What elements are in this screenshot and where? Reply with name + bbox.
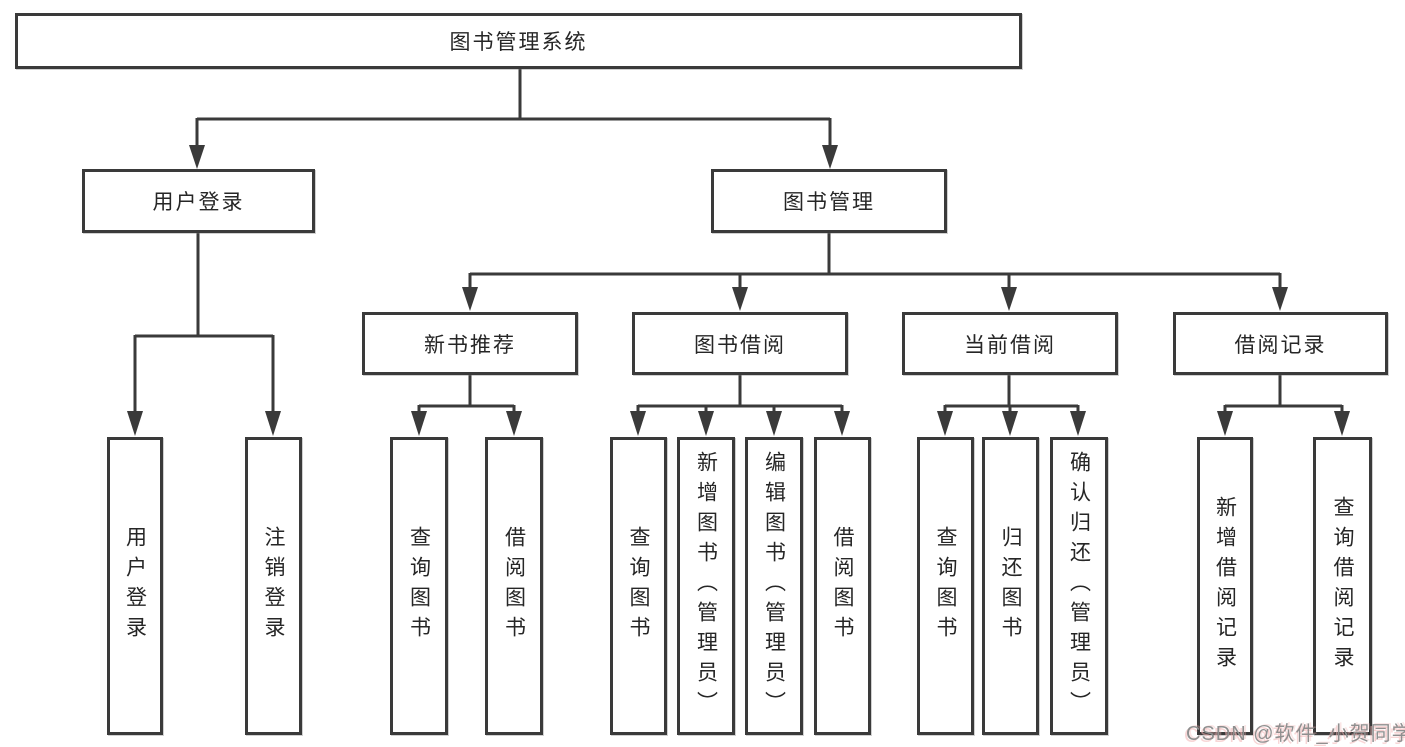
connector-book-management: [468, 233, 1282, 288]
leaf-label: 新增借阅记录: [1213, 496, 1237, 676]
node-label: 用户登录: [152, 191, 245, 214]
connector-book-borrowing: [636, 375, 844, 412]
leaf-add-borrow-record: 新增借阅记录: [1197, 437, 1253, 735]
arrowheads-borrow-records: [1217, 411, 1350, 436]
arrowheads-user-login: [127, 411, 281, 436]
leaf-label: 查询图书: [407, 526, 431, 646]
node-book-borrowing: 图书借阅: [632, 312, 848, 375]
node-user-login: 用户登录: [82, 169, 315, 233]
leaf-query-books-current: 查询图书: [917, 437, 974, 735]
node-library-management-system: 图书管理系统: [15, 13, 1022, 69]
node-label: 借阅记录: [1234, 333, 1327, 357]
leaf-return-books: 归还图书: [982, 437, 1039, 735]
connector-new-book-recommend: [417, 375, 516, 412]
node-label: 当前借阅: [964, 333, 1056, 357]
leaf-edit-books-admin: 编辑图书（管理员）: [745, 437, 803, 735]
leaf-logout: 注销登录: [245, 437, 302, 735]
leaf-label: 查询图书: [627, 526, 650, 646]
leaf-confirm-return-admin: 确认归还（管理员）: [1050, 437, 1108, 735]
leaf-user-login: 用户登录: [107, 437, 163, 735]
arrowheads-new-book-recommend: [411, 411, 522, 436]
connector-user-login: [133, 233, 275, 412]
node-label: 新书推荐: [424, 333, 516, 357]
leaf-label: 查询图书: [934, 526, 957, 646]
leaf-label: 查询借阅记录: [1331, 496, 1354, 676]
connector-current-borrowing: [943, 375, 1080, 412]
connector-root-to-level2: [195, 68, 832, 146]
node-current-borrowing: 当前借阅: [902, 312, 1118, 375]
leaf-label: 注销登录: [262, 526, 285, 646]
leaf-label: 借阅图书: [831, 526, 854, 646]
arrowheads-level3: [462, 287, 1288, 311]
leaf-query-borrow-record: 查询借阅记录: [1313, 437, 1372, 735]
node-book-management: 图书管理: [711, 169, 947, 233]
node-label: 图书借阅: [694, 333, 786, 357]
leaf-query-books-borrowing: 查询图书: [610, 437, 667, 735]
node-label: 图书管理系统: [449, 31, 588, 54]
leaf-query-books-recommend: 查询图书: [390, 437, 448, 735]
leaf-label: 用户登录: [123, 526, 147, 646]
leaf-borrow-books-recommend: 借阅图书: [485, 437, 543, 735]
leaf-borrow-books: 借阅图书: [814, 437, 871, 735]
leaf-label: 确认归还（管理员）: [1067, 451, 1091, 721]
leaf-add-books-admin: 新增图书（管理员）: [677, 437, 735, 735]
node-new-book-recommend: 新书推荐: [362, 312, 578, 375]
node-label: 图书管理: [783, 191, 875, 214]
arrowheads-level2: [189, 145, 838, 169]
leaf-label: 借阅图书: [502, 526, 526, 646]
arrowheads-book-borrowing: [630, 411, 850, 436]
node-borrow-records: 借阅记录: [1173, 312, 1388, 375]
leaf-label: 编辑图书（管理员）: [762, 451, 786, 721]
leaf-label: 新增图书（管理员）: [694, 451, 718, 721]
connector-borrow-records: [1223, 375, 1344, 412]
arrowheads-current-borrowing: [937, 411, 1086, 436]
leaf-label: 归还图书: [999, 526, 1022, 646]
csdn-watermark: CSDN @软件_小贺同学: [1186, 723, 1405, 745]
